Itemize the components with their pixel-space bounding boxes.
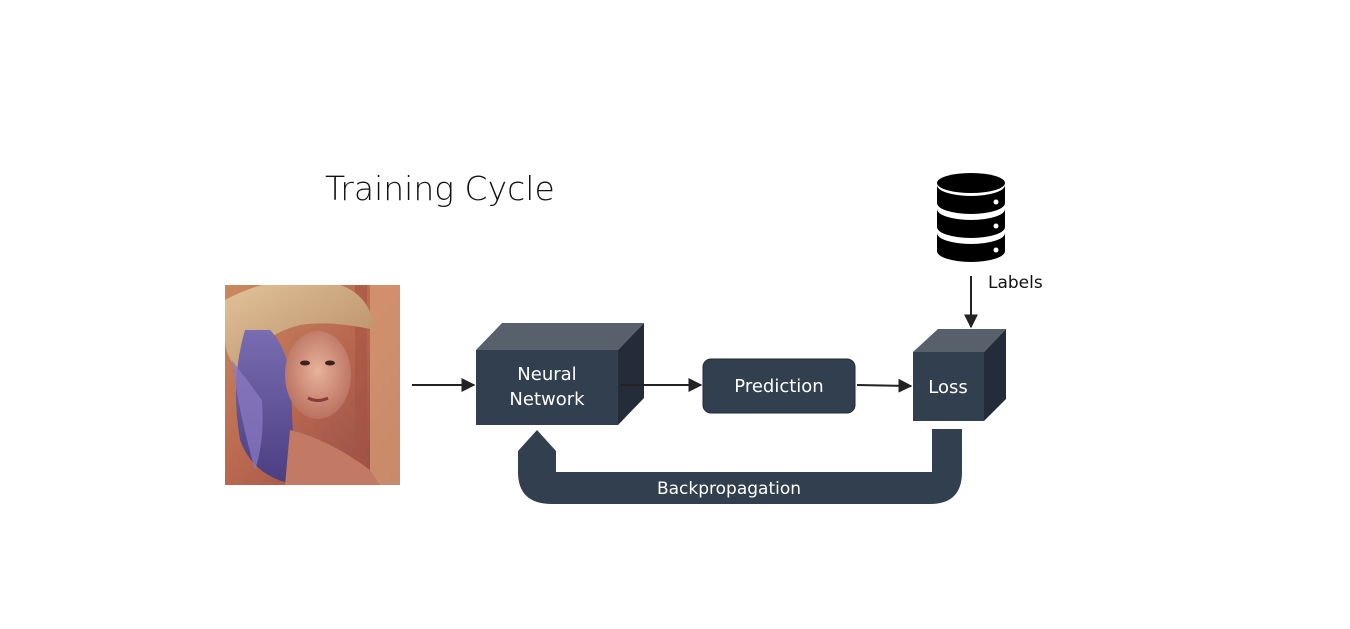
loss-box: Loss (913, 329, 1006, 421)
neural-network-label-line2: Network (509, 389, 585, 410)
backpropagation-label: Backpropagation (657, 479, 801, 499)
prediction-box: Prediction (702, 358, 856, 414)
backpropagation-arrow: Backpropagation (518, 429, 962, 504)
input-image (225, 285, 400, 485)
prediction-label: Prediction (734, 376, 823, 397)
neural-network-box: Neural Network (476, 323, 644, 425)
labels-caption: Labels (988, 273, 1043, 293)
edge-prediction-to-loss (856, 378, 913, 393)
loss-label: Loss (928, 377, 967, 398)
diagram-title: Training Cycle (325, 169, 555, 208)
neural-network-label-line1: Neural (517, 364, 576, 385)
database-icon (937, 173, 1005, 262)
